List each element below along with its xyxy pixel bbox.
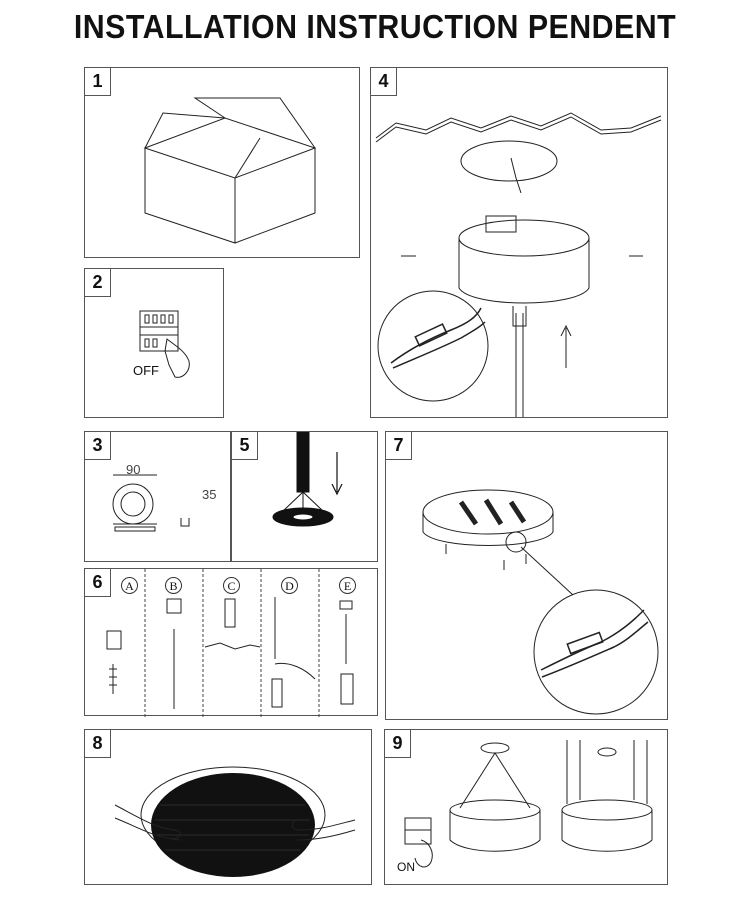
- step-5-panel: 5 35: [202, 431, 378, 562]
- sub-step-b: B: [165, 577, 182, 594]
- ceiling-mount-illustration: [375, 112, 662, 417]
- fixing-steps-illustration: [106, 569, 354, 717]
- step-7-panel: 7: [385, 431, 668, 720]
- step-6-panel: 6 A B C D E: [84, 568, 378, 717]
- diffuser-insert-illustration: [114, 766, 356, 877]
- step-9-panel: 9 ON: [384, 729, 668, 885]
- breaker-off-illustration: [139, 310, 190, 378]
- page-title: INSTALLATION INSTRUCTION PENDENT: [73, 8, 677, 45]
- step-number: 9: [385, 730, 411, 758]
- step-number: 3: [85, 432, 111, 460]
- step-number: 2: [85, 269, 111, 297]
- dimension-35: 35: [202, 487, 217, 502]
- finished-pendant-illustration: [404, 740, 653, 868]
- sub-step-d: D: [281, 577, 298, 594]
- box-illustration: [143, 97, 317, 244]
- step-number: 1: [85, 68, 111, 96]
- sub-step-c: C: [223, 577, 240, 594]
- sub-step-a: A: [121, 577, 138, 594]
- step-number: 8: [85, 730, 111, 758]
- step-number: 7: [386, 432, 412, 460]
- template-illustration: [112, 474, 190, 532]
- cable-lowering-illustration: [272, 432, 343, 527]
- shade-wiring-illustration: [422, 489, 659, 715]
- step-4-panel: 4: [370, 67, 668, 418]
- step-number: 6: [85, 569, 111, 597]
- sub-step-e: E: [339, 577, 356, 594]
- step-number: 4: [371, 68, 397, 96]
- off-label: OFF: [133, 363, 159, 378]
- step-1-panel: 1: [84, 67, 360, 258]
- step-2-panel: 2 OFF: [84, 268, 224, 418]
- dimension-90: 90: [126, 462, 141, 477]
- step-8-panel: 8: [84, 729, 372, 885]
- step-number: 5: [232, 432, 258, 460]
- step-3-panel: 3 90: [84, 431, 231, 562]
- on-label: ON: [397, 860, 415, 874]
